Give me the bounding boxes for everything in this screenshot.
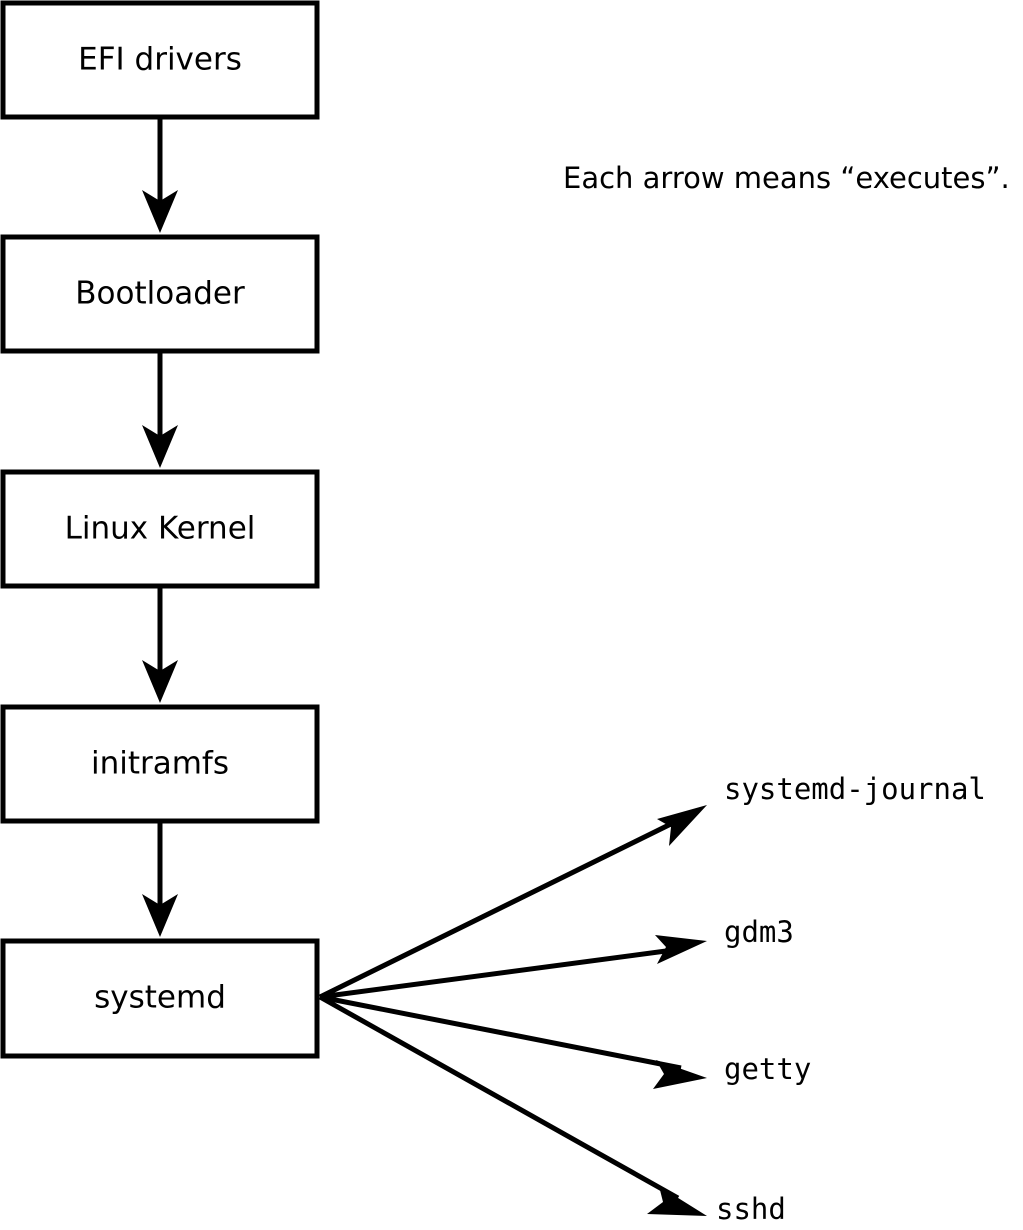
arrowhead-icon (655, 935, 707, 964)
node-linux-kernel[interactable]: Linux Kernel (0, 469, 320, 589)
chain-arrow-efi-to-bootloader (142, 117, 178, 233)
fan-arrow-gdm3 (319, 935, 707, 1000)
chain-arrow-initramfs-to-systemd (142, 823, 178, 937)
arrowhead-icon (653, 1060, 707, 1089)
fan-arrow-sshd (318, 994, 707, 1216)
arrowhead-down-icon (142, 425, 178, 468)
node-label-bootloader: Bootloader (75, 276, 245, 312)
diagram-caption: Each arrow means “executes”. (563, 161, 1010, 195)
chain-arrow-kernel-to-initramfs (142, 588, 178, 703)
node-label-systemd: systemd (94, 980, 226, 1016)
chain-arrow-bootloader-to-kernel (142, 353, 178, 468)
arrowhead-down-icon (142, 190, 178, 233)
leaf-label-systemd-journal: systemd-journal (724, 772, 986, 806)
node-label-efi-drivers: EFI drivers (78, 42, 242, 78)
fan-arrow-systemd-journal (318, 805, 707, 1000)
node-systemd[interactable]: systemd (0, 938, 320, 1059)
arrowhead-icon (647, 1186, 707, 1216)
arrowhead-down-icon (142, 894, 178, 937)
leaf-label-sshd: sshd (716, 1192, 786, 1226)
node-label-linux-kernel: Linux Kernel (65, 511, 256, 547)
node-initramfs[interactable]: initramfs (0, 704, 320, 824)
arrowhead-icon (657, 805, 707, 846)
fan-arrow-getty (319, 994, 707, 1089)
node-label-initramfs: initramfs (91, 746, 229, 782)
arrowhead-down-icon (142, 660, 178, 703)
node-bootloader[interactable]: Bootloader (0, 234, 320, 354)
node-efi-drivers[interactable]: EFI drivers (0, 0, 320, 120)
leaf-label-getty: getty (724, 1052, 811, 1086)
leaf-label-gdm3: gdm3 (724, 915, 794, 949)
